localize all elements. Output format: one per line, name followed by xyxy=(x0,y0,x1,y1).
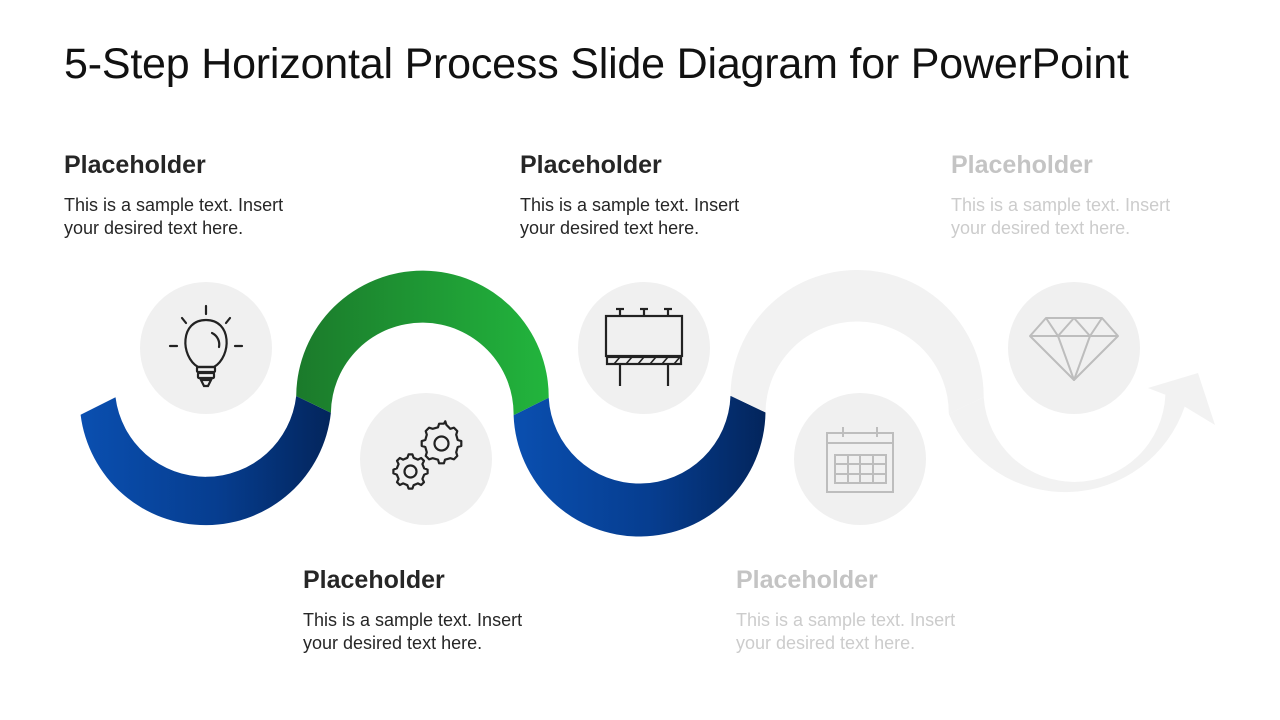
billboard-icon xyxy=(604,307,684,386)
step-2-text: Placeholder This is a sample text. Inser… xyxy=(303,565,563,655)
step-body: This is a sample text. Insert your desir… xyxy=(520,195,740,238)
step-body: This is a sample text. Insert your desir… xyxy=(303,610,523,653)
step-body: This is a sample text. Insert your desir… xyxy=(736,610,956,653)
lightbulb-icon xyxy=(168,304,244,388)
wave-segment-4 xyxy=(730,269,984,414)
icon-circle-2 xyxy=(360,393,492,525)
step-heading: Placeholder xyxy=(520,151,662,179)
wave-segment-3 xyxy=(513,395,766,537)
wave-segment-2 xyxy=(296,270,549,416)
gears-icon xyxy=(392,420,463,490)
step-4-text: Placeholder This is a sample text. Inser… xyxy=(736,565,996,655)
icon-circle-5 xyxy=(1008,282,1140,414)
step-body: This is a sample text. Insert your desir… xyxy=(951,195,1171,238)
icon-circle-1 xyxy=(140,282,272,414)
step-heading: Placeholder xyxy=(736,566,878,594)
step-1-text: Placeholder This is a sample text. Inser… xyxy=(64,150,324,240)
step-heading: Placeholder xyxy=(951,151,1093,179)
icon-circle-3 xyxy=(578,282,710,414)
slide-title: 5-Step Horizontal Process Slide Diagram … xyxy=(64,40,1129,88)
step-body: This is a sample text. Insert your desir… xyxy=(64,195,284,238)
step-heading: Placeholder xyxy=(64,151,206,179)
calendar-icon xyxy=(826,427,894,493)
step-3-text: Placeholder This is a sample text. Inser… xyxy=(520,150,780,240)
step-5-text: Placeholder This is a sample text. Inser… xyxy=(951,150,1211,240)
wave-segment-1 xyxy=(80,396,331,526)
step-heading: Placeholder xyxy=(303,566,445,594)
diamond-icon xyxy=(1029,317,1119,381)
wave-segment-5-arrow xyxy=(948,373,1215,493)
